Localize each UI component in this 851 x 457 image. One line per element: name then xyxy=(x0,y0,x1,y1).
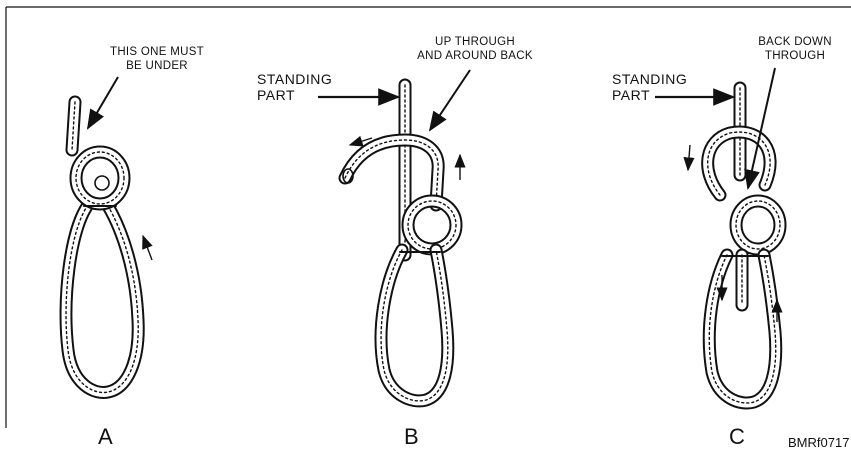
panel-c-note: BACK DOWN THROUGH xyxy=(745,37,845,62)
panel-c-side-label: STANDING PART xyxy=(612,72,687,102)
rope-b-working-end xyxy=(345,140,438,205)
panel-c-side-line2: PART xyxy=(612,88,687,102)
panel-c-note-line1: BACK DOWN xyxy=(745,37,845,49)
panel-b-note-line2: AND AROUND BACK xyxy=(400,51,550,63)
panel-c-letter: C xyxy=(729,426,745,448)
panel-b-letter: B xyxy=(404,426,419,448)
panel-a-note-line2: BE UNDER xyxy=(92,61,222,73)
panel-b-note-line1: UP THROUGH xyxy=(400,37,550,49)
knot-c xyxy=(708,88,780,403)
pointer-arrow-b-note xyxy=(430,70,470,130)
panel-b-side-line1: STANDING xyxy=(257,72,332,86)
panel-a-note-line1: THIS ONE MUST xyxy=(92,47,222,59)
pointer-arrow-a xyxy=(88,77,118,128)
panel-b-note: UP THROUGH AND AROUND BACK xyxy=(400,37,550,62)
figure-id: BMRf0717 xyxy=(788,436,849,449)
panel-a-note: THIS ONE MUST BE UNDER xyxy=(92,47,222,72)
direction-arrow-a xyxy=(143,236,152,260)
knot-b xyxy=(343,85,456,401)
panel-c-side-line1: STANDING xyxy=(612,72,687,86)
panel-c-note-line2: THROUGH xyxy=(745,51,845,63)
panel-b-side-line2: PART xyxy=(257,88,332,102)
panel-a-letter: A xyxy=(98,426,113,448)
panel-b-side-label: STANDING PART xyxy=(257,72,332,102)
direction-arrow-c-left xyxy=(688,145,690,170)
knot-a xyxy=(66,102,138,393)
